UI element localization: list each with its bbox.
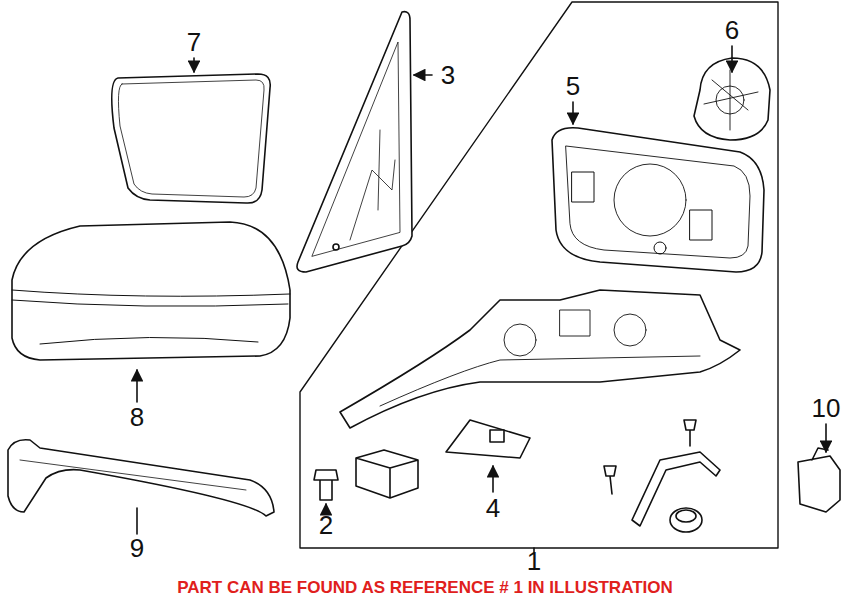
glass-carrier xyxy=(690,210,712,240)
fastener xyxy=(314,470,338,500)
glass-carrier xyxy=(614,164,686,236)
leader-line xyxy=(492,466,494,492)
callout-number: 3 xyxy=(441,62,455,88)
connector xyxy=(798,448,840,512)
mirror-housing xyxy=(380,356,700,406)
mirror-glass xyxy=(118,80,264,197)
mirror-base xyxy=(704,70,758,130)
screw xyxy=(684,420,696,446)
turn-signal xyxy=(20,460,246,490)
mirror-cover xyxy=(12,300,288,306)
mirror-cover xyxy=(12,222,290,360)
leader-line xyxy=(572,102,574,124)
caption: PART CAN BE FOUND AS REFERENCE # 1 IN IL… xyxy=(177,579,673,596)
triangle-trim xyxy=(350,130,395,240)
leader-line xyxy=(136,370,138,402)
callout-number: 8 xyxy=(130,404,144,430)
mirror-base xyxy=(716,86,744,114)
mirror-glass xyxy=(112,74,271,203)
glass-carrier xyxy=(572,172,594,202)
callout-number: 7 xyxy=(187,29,201,55)
glass-carrier xyxy=(654,242,666,254)
callout-number: 4 xyxy=(486,495,500,521)
callout-number: 9 xyxy=(130,535,144,561)
triangle-trim xyxy=(333,244,339,250)
mirror-housing xyxy=(614,314,646,346)
grommet xyxy=(676,510,696,522)
cover-plate xyxy=(490,430,504,442)
glass-carrier xyxy=(552,128,764,272)
leader-line xyxy=(193,58,195,72)
triangle-trim xyxy=(297,12,412,272)
callout-number: 1 xyxy=(527,548,541,574)
mirror-cover xyxy=(40,337,258,344)
callout-number: 2 xyxy=(319,512,333,538)
grommet xyxy=(670,508,702,532)
mirror-housing xyxy=(340,290,740,428)
cover-plate xyxy=(446,420,530,458)
callout-number: 10 xyxy=(812,395,841,421)
turn-signal xyxy=(8,440,274,516)
leader-line xyxy=(325,504,327,510)
mirror-housing xyxy=(560,310,590,336)
triangle-trim xyxy=(312,42,400,256)
leader-line xyxy=(136,508,138,534)
foam-pad xyxy=(356,450,418,498)
bracket xyxy=(632,452,720,526)
mirror-cover xyxy=(12,290,290,296)
callout-number: 6 xyxy=(725,17,739,43)
leader-line xyxy=(414,74,432,76)
leader-line xyxy=(731,46,733,72)
glass-carrier xyxy=(566,146,750,258)
callout-number: 5 xyxy=(566,73,580,99)
screw xyxy=(604,466,616,494)
leader-line xyxy=(825,424,827,452)
mirror-housing xyxy=(504,324,536,356)
